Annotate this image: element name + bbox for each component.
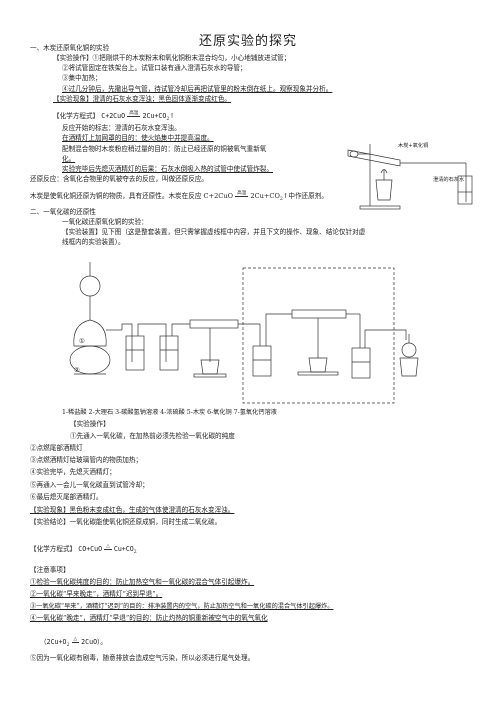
s1-operation-3: ③集中加热； bbox=[62, 74, 102, 82]
s1-note-4-text: 实验完毕后先熄灭酒精灯的后果：石灰水倒吸入热的试管中使试管炸裂。 bbox=[62, 165, 273, 173]
s2-equation: 【化学方程式】 CO+CuO △ Cu+CO2 bbox=[30, 544, 137, 555]
s2-eq-left: CO+CuO bbox=[78, 545, 103, 553]
s2-attention-2: ②一氧化碳“早来晚走”，酒精灯“迟到早退”。 bbox=[30, 590, 162, 599]
s2-attention-3-text: ③一氧化碳“早来”，酒精灯“迟到”的目的：排净装置内的空气，防止加热空气和一氧化… bbox=[30, 603, 334, 610]
s1-equation: 【化学方程式】 C+2CuO 高温 2Cu+CO2↑ bbox=[53, 111, 175, 122]
s1-note-1: 反应开始的标志：澄清的石灰水变浑浊。 bbox=[62, 124, 181, 132]
s1-phenomenon-text: 【实验现象】澄清的石灰水变浑浊；黑色固体逐渐变成红色。 bbox=[53, 95, 232, 103]
s2-operation-4: ④实验完毕，先熄灭酒精灯； bbox=[30, 468, 116, 476]
section-1-heading: 一、木炭还原氧化铜的实验 bbox=[30, 44, 110, 52]
s2-operation-1: ①先通入一氧化碳，在加热前必须先检验一氧化碳的纯度 bbox=[70, 432, 235, 440]
s1-phenomenon: 【实验现象】澄清的石灰水变浑浊；黑色固体逐渐变成红色。 bbox=[53, 95, 231, 104]
fig1-label-limewater: 澄清的石灰水 bbox=[433, 177, 465, 183]
s2-att-eq-end: ）。 bbox=[97, 638, 107, 646]
s2-att-eq-condition: △ bbox=[71, 637, 80, 643]
s2-device-1: 【实验装置】见下图（这是整套装置，但只需掌握虚线框中内容，并且下文的操作、现象、… bbox=[62, 228, 366, 236]
s2-att-eq-left: （2Cu+O bbox=[40, 638, 67, 646]
section-2-heading: 二、一氧化碳的还原性 bbox=[30, 208, 96, 216]
s2-attention-5: ⑤因为一氧化碳有剧毒，随意排放会造成空气污染，所以必须进行尾气处理。 bbox=[30, 654, 255, 662]
s2-operation-5: ⑤再通入一会儿一氧化碳直到试管冷却； bbox=[30, 481, 149, 489]
s2-eq-label: 【化学方程式】 bbox=[30, 545, 77, 553]
s2-eq-right: Cu+CO bbox=[113, 545, 134, 553]
s2-attention-4-text: ④一氧化碳“晚走”，酒精灯“早退”的目的：防止灼热的铜重新被空气中的氧气氧化 bbox=[30, 614, 268, 622]
s1-eq-left: C+2CuO bbox=[101, 112, 126, 120]
co-reduction-apparatus bbox=[69, 262, 419, 404]
s1-note-6: 木炭是使氧化铜还原为铜的物质，具有还原性。木炭在反应 C+2CuO 高温 2Cu… bbox=[30, 191, 328, 202]
s1-note-6c: ↑中作还原剂。 bbox=[282, 192, 328, 200]
s2-attention-1-text: ①检验一氧化碳纯度的目的：防止加热空气和一氧化碳的混合气体引起爆炸。 bbox=[30, 578, 255, 586]
s1-note-4: 实验完毕后先熄灭酒精灯的后果：石灰水倒吸入热的试管中使试管炸裂。 bbox=[62, 165, 273, 174]
s1-operation-2: ②将试管固定在铁架台上。试管口装有通入澄清石灰水的导管； bbox=[62, 64, 247, 72]
s2-att-eq-sub: 2 bbox=[66, 643, 70, 648]
s1-note-3b-text: 化。 bbox=[62, 155, 76, 163]
s1-eq-sub: 2 bbox=[166, 117, 170, 122]
s1-note-6a: 木炭是使氧化铜还原为铜的物质，具有还原性。木炭在反应 C+2CuO bbox=[30, 192, 233, 200]
s2-operation-3: ③点燃酒精灯给玻璃管内的物质加热； bbox=[30, 456, 143, 464]
s2-operation-2: ②点燃尾部酒精灯 bbox=[30, 444, 83, 452]
s2-subheading: 一氧化碳还原氧化铜的实验： bbox=[62, 218, 148, 226]
s2-attention-3: ③一氧化碳“早来”，酒精灯“迟到”的目的：排净装置内的空气，防止加热空气和一氧化… bbox=[30, 602, 333, 611]
fig2-marker-1: ① bbox=[79, 337, 85, 345]
carbon-reduction-apparatus bbox=[347, 144, 473, 210]
s1-note-5: 还原反应：含氧化合物里的氧被夺去的反应，叫做还原反应。 bbox=[30, 175, 209, 183]
s2-eq-condition: △ bbox=[104, 544, 112, 550]
s1-note-6b: 2Cu+CO bbox=[250, 192, 280, 200]
s2-attention-heading: 【注意事项】 bbox=[30, 566, 70, 574]
s1-eq-up: ↑ bbox=[169, 112, 175, 120]
s1-note-3: 配制混合物时木炭粉应稍过量的目的：防止已经还原的铜被氧气重新氧 bbox=[62, 145, 267, 153]
s1-eq-label: 【化学方程式】 bbox=[53, 112, 100, 120]
s2-att-eq-right: 2CuO bbox=[81, 638, 98, 646]
s2-conclusion: 【实验结论】一氧化碳能使氧化铜还原成铜，同时生成二氧化碳。 bbox=[30, 518, 222, 526]
s2-attention-4: ④一氧化碳“晚走”，酒精灯“早退”的目的：防止灼热的铜重新被空气中的氧气氧化 bbox=[30, 614, 268, 623]
s2-operation-6: ⑥最后熄灭尾部酒精灯。 bbox=[30, 493, 103, 501]
s2-eq-sub: 2 bbox=[133, 550, 137, 555]
s1-operation-1: 【实验操作】①把刚烘干的木炭粉末和氧化铜粉末混合均匀，小心地铺放进试管； bbox=[53, 54, 291, 62]
s2-attention-1: ①检验一氧化碳纯度的目的：防止加热空气和一氧化碳的混合气体引起爆炸。 bbox=[30, 578, 254, 587]
s1-eq-condition: 高温 bbox=[127, 111, 141, 117]
s1-note-2: 在酒精灯上加网罩的目的：使火焰集中并提高温度。 bbox=[62, 134, 214, 143]
s2-legend: 1-稀盐酸 2-大理石 3-碳酸氢钠溶液 4-浓硫酸 5-木炭 6-氧化铜 7-… bbox=[62, 409, 277, 416]
s1-note-6-sub: 2 bbox=[279, 197, 283, 202]
s1-eq-right: 2Cu+CO bbox=[142, 112, 167, 120]
s2-attention-equation: （2Cu+O2 △ 2CuO）。 bbox=[40, 637, 107, 648]
s2-device-2: 线框内的实验装置）。 bbox=[62, 238, 125, 246]
fig2-marker-2: ② bbox=[74, 366, 80, 374]
s1-note-3b: 化。 bbox=[62, 155, 75, 164]
s1-operation-4: ④过几分钟后，先撤出导气管，待试管冷却后再把试管里的粉末倒在纸上。观察现象并分析… bbox=[62, 85, 332, 94]
s2-attention-2-text: ②一氧化碳“早来晚走”，酒精灯“迟到早退”。 bbox=[30, 590, 163, 598]
s2-phenomenon: 【实验现象】黑色粉末变成红色，生成的气体使澄清的石灰水变浑浊。 bbox=[30, 506, 234, 515]
s1-operation-4-text: ④过几分钟后，先撤出导气管，待试管冷却后再把试管里的粉末倒在纸上。观察现象并分析… bbox=[62, 85, 333, 93]
s1-note-2-text: 在酒精灯上加网罩的目的：使火焰集中并提高温度。 bbox=[62, 134, 214, 142]
page-title: 还原实验的探究 bbox=[198, 34, 297, 49]
s1-note-6-cond: 高温 bbox=[235, 191, 249, 197]
fig1-label-mixture: 木炭+氧化铜 bbox=[398, 143, 429, 149]
s2-operation-heading: 【实验操作】 bbox=[70, 420, 110, 428]
s2-phenomenon-text: 【实验现象】黑色粉末变成红色，生成的气体使澄清的石灰水变浑浊。 bbox=[30, 506, 235, 514]
